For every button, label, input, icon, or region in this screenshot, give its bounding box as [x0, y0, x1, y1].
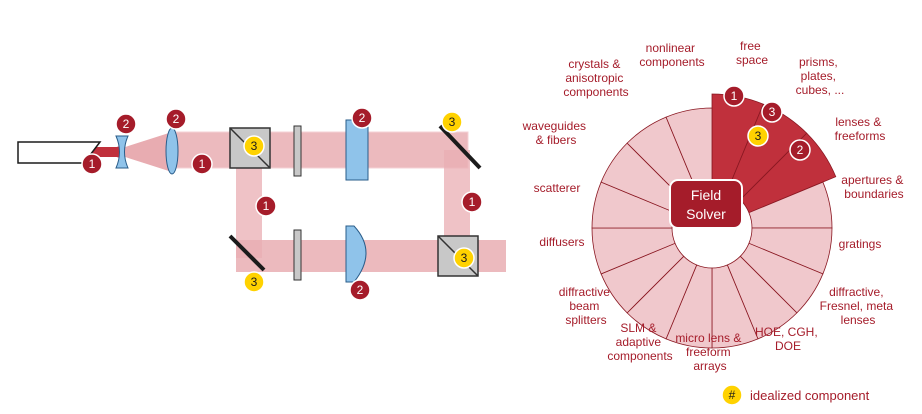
wedge-badge-prisms-idealized: 3	[747, 125, 769, 147]
marker-1-vertical-right: 1	[461, 191, 483, 213]
label-prisms: prisms, plates, cubes, ...	[796, 55, 845, 97]
beam-laser-to-lens	[78, 147, 122, 157]
label-diffusers: diffusers	[539, 235, 584, 249]
svg-text:2: 2	[359, 111, 366, 125]
marker-3-cube-1: 3	[243, 135, 265, 157]
svg-text:1: 1	[89, 157, 96, 171]
marker-2-convex: 2	[165, 108, 187, 130]
label-hoe: HOE, CGH, DOE	[755, 325, 821, 353]
field-solver-line-2: Solver	[686, 206, 726, 222]
wedge-badge-prisms: 3	[761, 101, 783, 123]
marker-1-vertical-left: 1	[255, 195, 277, 217]
svg-text:2: 2	[357, 283, 364, 297]
svg-text:3: 3	[251, 139, 258, 153]
label-free-space: free space	[736, 39, 768, 67]
plano-convex-lens	[345, 225, 367, 283]
label-waveguides: waveguides & fibers	[522, 119, 590, 147]
label-apertures: apertures & boundaries	[841, 173, 906, 201]
beam-main-top	[172, 132, 468, 168]
legend: # idealized component	[721, 384, 870, 406]
marker-3-mirror-bottom: 3	[243, 271, 265, 293]
svg-text:1: 1	[469, 195, 476, 209]
wedge-labels: free space prisms, plates, cubes, ... le…	[522, 39, 906, 373]
legend-badge	[721, 384, 743, 406]
label-scatterer: scatterer	[534, 181, 581, 195]
thick-plate-top	[345, 119, 369, 181]
concave-lens	[115, 135, 129, 169]
mirror-bottom-left	[228, 234, 266, 272]
mirror-top-right	[438, 124, 482, 170]
convex-lens	[165, 127, 179, 175]
svg-text:3: 3	[769, 105, 776, 119]
svg-text:2: 2	[797, 143, 804, 157]
marker-2-plano-convex: 2	[349, 279, 371, 301]
field-solver-line-1: Field	[691, 187, 721, 203]
legend-text: idealized component	[750, 388, 870, 403]
wedge-lenses	[739, 132, 837, 214]
solver-wheel	[591, 93, 837, 349]
marker-3-cube-2: 3	[453, 247, 475, 269]
label-crystals: crystals & anisotropic components	[563, 57, 628, 99]
plate-bottom	[293, 229, 302, 281]
svg-text:3: 3	[251, 275, 258, 289]
svg-text:3: 3	[449, 115, 456, 129]
marker-2-thick-plate: 2	[351, 107, 373, 129]
svg-text:3: 3	[755, 129, 762, 143]
svg-text:1: 1	[731, 89, 738, 103]
beam-expanding	[122, 132, 172, 172]
marker-3-mirror-top: 3	[441, 111, 463, 133]
label-diffractive-lenses: diffractive, Fresnel, meta lenses	[820, 285, 897, 327]
plate-top	[293, 125, 302, 177]
legend-symbol: #	[729, 388, 736, 402]
label-gratings: gratings	[839, 237, 882, 251]
label-nonlinear: nonlinear components	[639, 41, 704, 69]
wedge-badges: 1 3 3 2	[723, 85, 811, 161]
wedge-badge-free-space: 1	[723, 85, 745, 107]
marker-1-freespace: 1	[191, 153, 213, 175]
label-lenses: lenses & freeforms	[835, 115, 886, 143]
svg-text:1: 1	[199, 157, 206, 171]
label-beam-splitters: diffractive beam splitters	[559, 285, 613, 327]
label-slm: SLM & adaptive components	[607, 321, 672, 363]
svg-text:1: 1	[263, 199, 270, 213]
marker-2-concave: 2	[115, 113, 137, 135]
label-micro-lens: micro lens & freeform arrays	[675, 331, 744, 373]
wedge-badge-lenses: 2	[789, 139, 811, 161]
svg-text:3: 3	[461, 251, 468, 265]
marker-1-laser: 1	[81, 153, 103, 175]
svg-text:2: 2	[123, 117, 130, 131]
optical-setup: 1 2 2 1 3 2 3 1	[17, 107, 506, 301]
svg-text:2: 2	[173, 112, 180, 126]
field-solver-center: Field Solver	[669, 179, 743, 229]
